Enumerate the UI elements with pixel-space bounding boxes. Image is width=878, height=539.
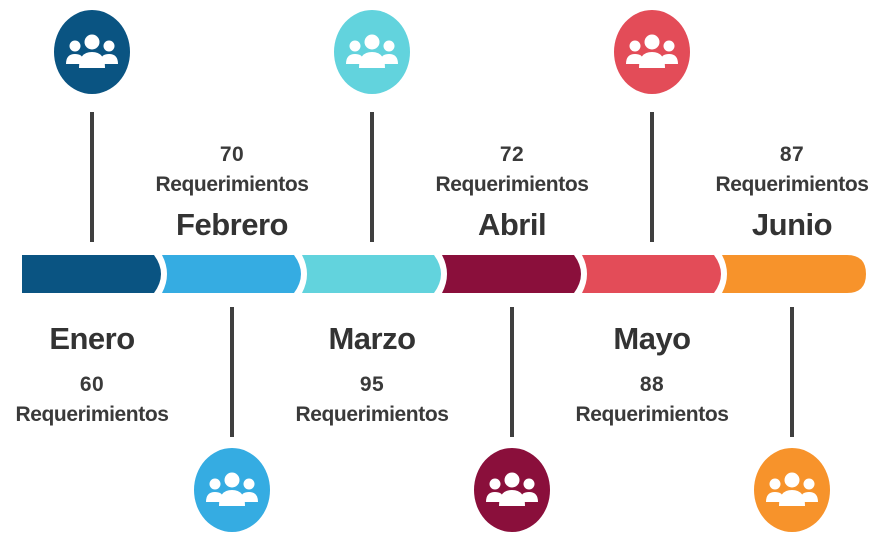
month-label-marzo: Marzo (328, 321, 416, 356)
month-label-febrero: Febrero (176, 207, 288, 242)
count-value: 88 (639, 373, 665, 396)
icon-circle-febrero (194, 448, 270, 532)
count-value: 95 (359, 373, 385, 396)
icon-circle-mayo (614, 10, 690, 94)
count-value: 72 (499, 143, 525, 166)
icon-circle-marzo (334, 10, 410, 94)
timeline-segment-mayo (582, 255, 728, 293)
month-label-abril: Abril (477, 207, 547, 242)
users-icon (206, 472, 258, 506)
users-icon (346, 34, 398, 68)
count-value: 87 (779, 143, 805, 166)
month-label-enero: Enero (49, 321, 135, 356)
connector-line-marzo (370, 112, 374, 242)
count-unit: Requerimientos (435, 173, 589, 196)
connector-line-febrero (230, 307, 234, 437)
count-unit: Requerimientos (15, 403, 169, 426)
count-value: 60 (79, 373, 105, 396)
icon-circle-enero (54, 10, 130, 94)
connector-line-mayo (650, 112, 654, 242)
connector-line-enero (90, 112, 94, 242)
users-icon (626, 34, 678, 68)
connector-line-abril (510, 307, 514, 437)
count-unit: Requerimientos (575, 403, 729, 426)
count-value: 70 (219, 143, 245, 166)
count-unit: Requerimientos (715, 173, 869, 196)
timeline-segment-enero (22, 255, 168, 293)
count-unit: Requerimientos (295, 403, 449, 426)
users-icon (486, 472, 538, 506)
icon-circle-abril (474, 448, 550, 532)
timeline-segment-febrero (162, 255, 308, 293)
timeline-segment-abril (442, 255, 588, 293)
users-icon (766, 472, 818, 506)
timeline-segment-junio (722, 255, 866, 293)
icon-circle-junio (754, 448, 830, 532)
users-icon (66, 34, 118, 68)
timeline-segment-marzo (302, 255, 448, 293)
count-unit: Requerimientos (155, 173, 309, 196)
month-label-mayo: Mayo (613, 321, 691, 356)
month-label-junio: Junio (751, 207, 833, 242)
connector-line-junio (790, 307, 794, 437)
